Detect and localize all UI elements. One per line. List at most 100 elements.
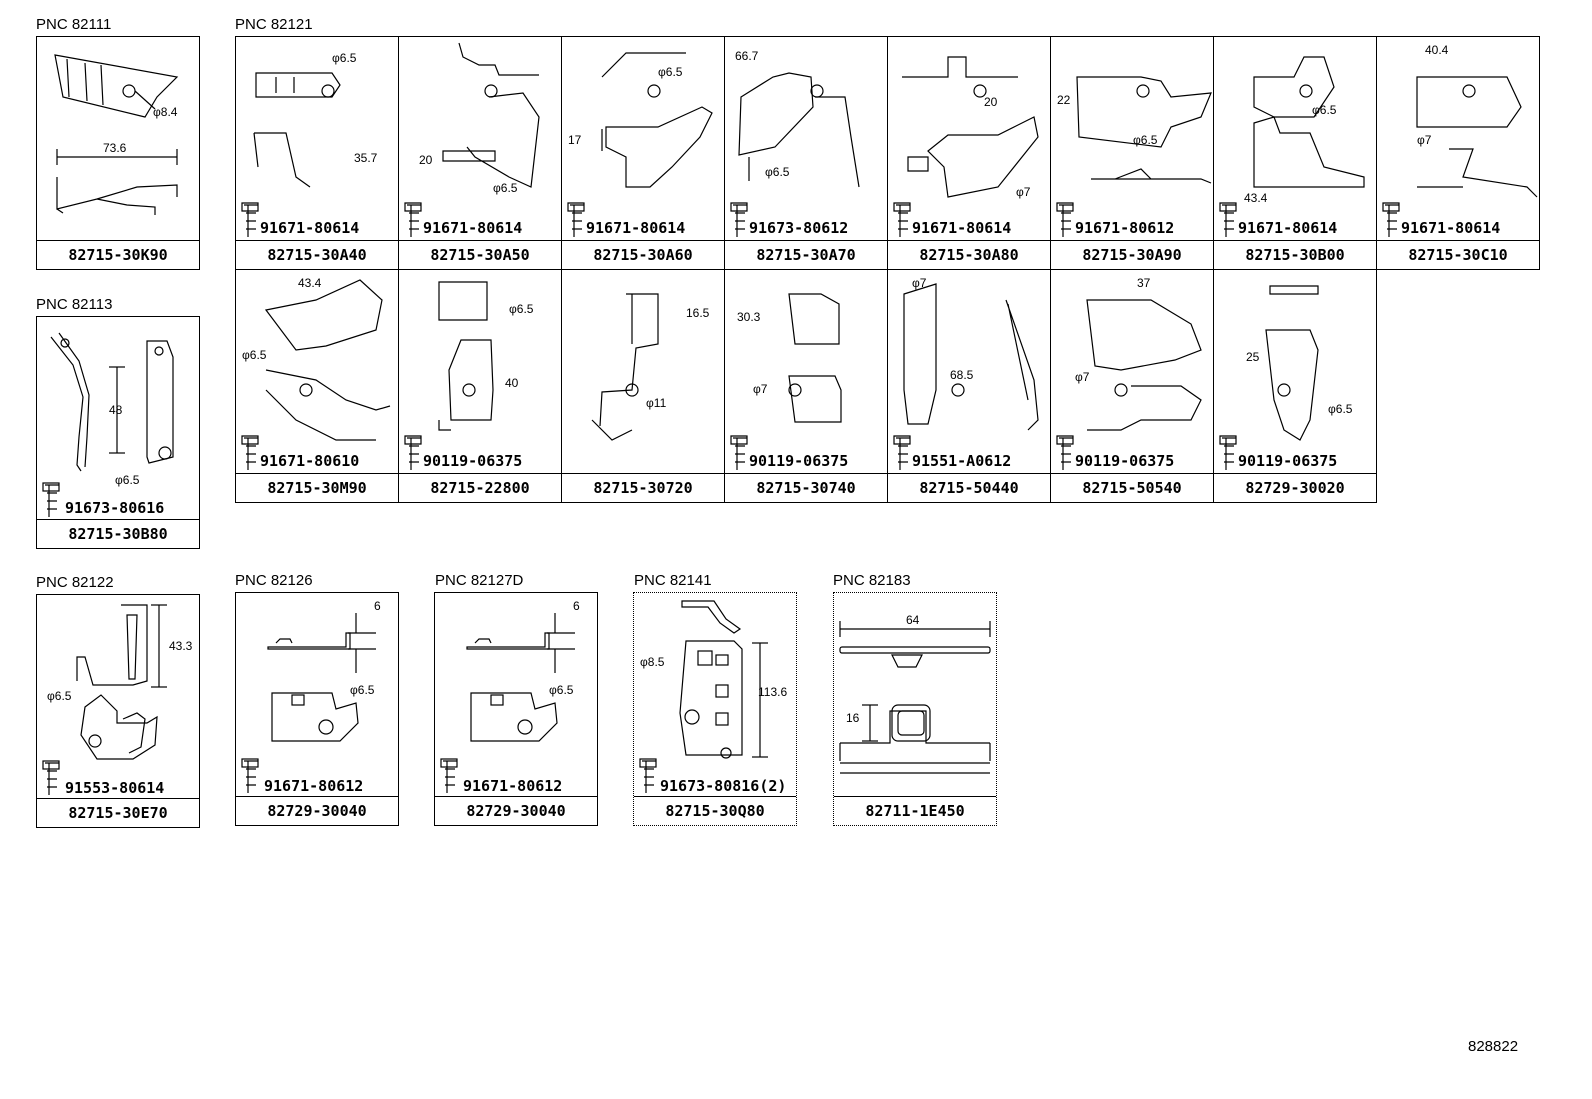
bracket-drawing — [54, 54, 179, 215]
bracket-drawing — [440, 613, 575, 793]
dimension-label: 73.6 — [103, 141, 127, 155]
bracket-drawing — [893, 56, 1039, 237]
dimension-label: φ7 — [1417, 133, 1432, 147]
bolt-number: 90119-06375 — [1075, 452, 1175, 470]
bolt-number: 91671-80612 — [1075, 219, 1175, 237]
bracket-drawing — [893, 283, 1039, 470]
part-cell[interactable]: 48 φ6.5 91673-80616 82715-30B80 — [36, 316, 200, 549]
bracket-drawing — [1382, 76, 1538, 237]
bracket-drawing — [241, 72, 341, 237]
dimension-label: φ6.5 — [332, 51, 357, 65]
dimension-label: φ6.5 — [1312, 103, 1337, 117]
dimension-label: 40.4 — [1425, 43, 1449, 57]
bracket-drawing — [1219, 56, 1365, 237]
pnc-label: PNC 82183 — [833, 572, 911, 589]
dimension-label: φ6.5 — [1133, 133, 1158, 147]
dimension-label: 43.4 — [298, 276, 322, 290]
dimension-label: φ8.4 — [153, 105, 178, 119]
part-cell[interactable]: 6 φ6.5 91671-80612 82729-30040 — [434, 592, 598, 826]
dimension-label: φ7 — [1016, 185, 1031, 199]
bolt-icon — [730, 202, 748, 237]
part-number: 82715-22800 — [399, 473, 561, 502]
dimension-label: 30.3 — [737, 310, 761, 324]
dimension-label: 35.7 — [354, 151, 378, 165]
bolt-icon — [893, 435, 911, 470]
bracket-drawing — [241, 613, 376, 793]
pnc-label: PNC 82113 — [36, 296, 113, 313]
bracket-drawing — [1219, 285, 1319, 470]
bolt-number: 91671-80614 — [260, 219, 360, 237]
bolt-icon — [1382, 202, 1400, 237]
pnc-label: PNC 82126 — [235, 572, 313, 589]
pnc-label: PNC 82111 — [36, 16, 112, 33]
pnc-label: PNC 82127D — [435, 572, 524, 589]
dimension-label: φ6.5 — [765, 165, 790, 179]
part-number: 82715-30A80 — [888, 240, 1050, 269]
part-number: 82715-30M90 — [236, 473, 398, 502]
part-number: 82715-30A40 — [236, 240, 398, 269]
bolt-number: 90119-06375 — [1238, 452, 1338, 470]
dimension-label: 40 — [505, 376, 519, 390]
bolt-icon — [1056, 435, 1074, 470]
dimension-label: 25 — [1246, 350, 1260, 364]
dimension-label: φ6.5 — [493, 181, 518, 195]
dimension-label: 22 — [1057, 93, 1071, 107]
part-number: 82715-30720 — [562, 473, 724, 502]
part-cell[interactable]: φ6.5 35.7 91671-80614 82715-30A40 — [235, 36, 399, 270]
bolt-number: 91671-80612 — [463, 777, 563, 795]
dimension-label: 66.7 — [735, 49, 759, 63]
part-number: 82715-30B80 — [37, 519, 199, 548]
part-number: 82715-30A60 — [562, 240, 724, 269]
dimension-label: 20 — [984, 95, 998, 109]
part-number: 82729-30040 — [236, 796, 398, 825]
part-cell[interactable]: 6 φ6.5 91671-80612 82729-30040 — [235, 592, 399, 826]
dimension-label: φ6.5 — [242, 348, 267, 362]
pnc-label: PNC 82122 — [36, 574, 114, 591]
dimension-label: 6 — [573, 599, 580, 613]
bolt-number: 91673-80816(2) — [660, 777, 787, 795]
dimension-label: φ11 — [646, 396, 667, 410]
part-number: 82715-30740 — [725, 473, 887, 502]
part-number: 82711-1E450 — [834, 796, 996, 825]
dimension-label: 68.5 — [950, 368, 974, 382]
part-cell[interactable]: φ8.5 113.6 91673-80816(2) 82715-30Q80 — [633, 592, 797, 826]
part-number: 82715-30B00 — [1214, 240, 1376, 269]
dimension-label: φ7 — [1075, 370, 1090, 384]
part-cell[interactable]: 64 16 82711-1E450 — [833, 592, 997, 826]
bolt-number: 91671-80612 — [264, 777, 364, 795]
bracket-drawing — [404, 42, 540, 237]
bracket-drawing — [241, 279, 391, 470]
bolt-icon — [404, 202, 422, 237]
dimension-label: φ6.5 — [350, 683, 375, 697]
bolt-icon — [241, 435, 259, 470]
bolt-icon — [1056, 202, 1074, 237]
bolt-number: 91553-80614 — [65, 779, 165, 797]
bracket-drawing — [730, 293, 842, 470]
part-number: 82715-50540 — [1051, 473, 1213, 502]
part-cell[interactable]: φ8.4 73.6 82715-30K90 — [36, 36, 200, 270]
bolt-icon — [404, 435, 422, 470]
dimension-label: φ6.5 — [115, 473, 140, 487]
bracket-drawing — [591, 293, 659, 441]
dimension-label: 113.6 — [758, 685, 788, 699]
part-number: 82715-30E70 — [37, 798, 199, 827]
part-cell[interactable]: 43.3 φ6.5 91553-80614 82715-30E70 — [36, 594, 200, 828]
part-number: 82715-30Q80 — [634, 796, 796, 825]
bolt-number: 91671-80614 — [1401, 219, 1501, 237]
bracket-drawing — [730, 72, 860, 237]
